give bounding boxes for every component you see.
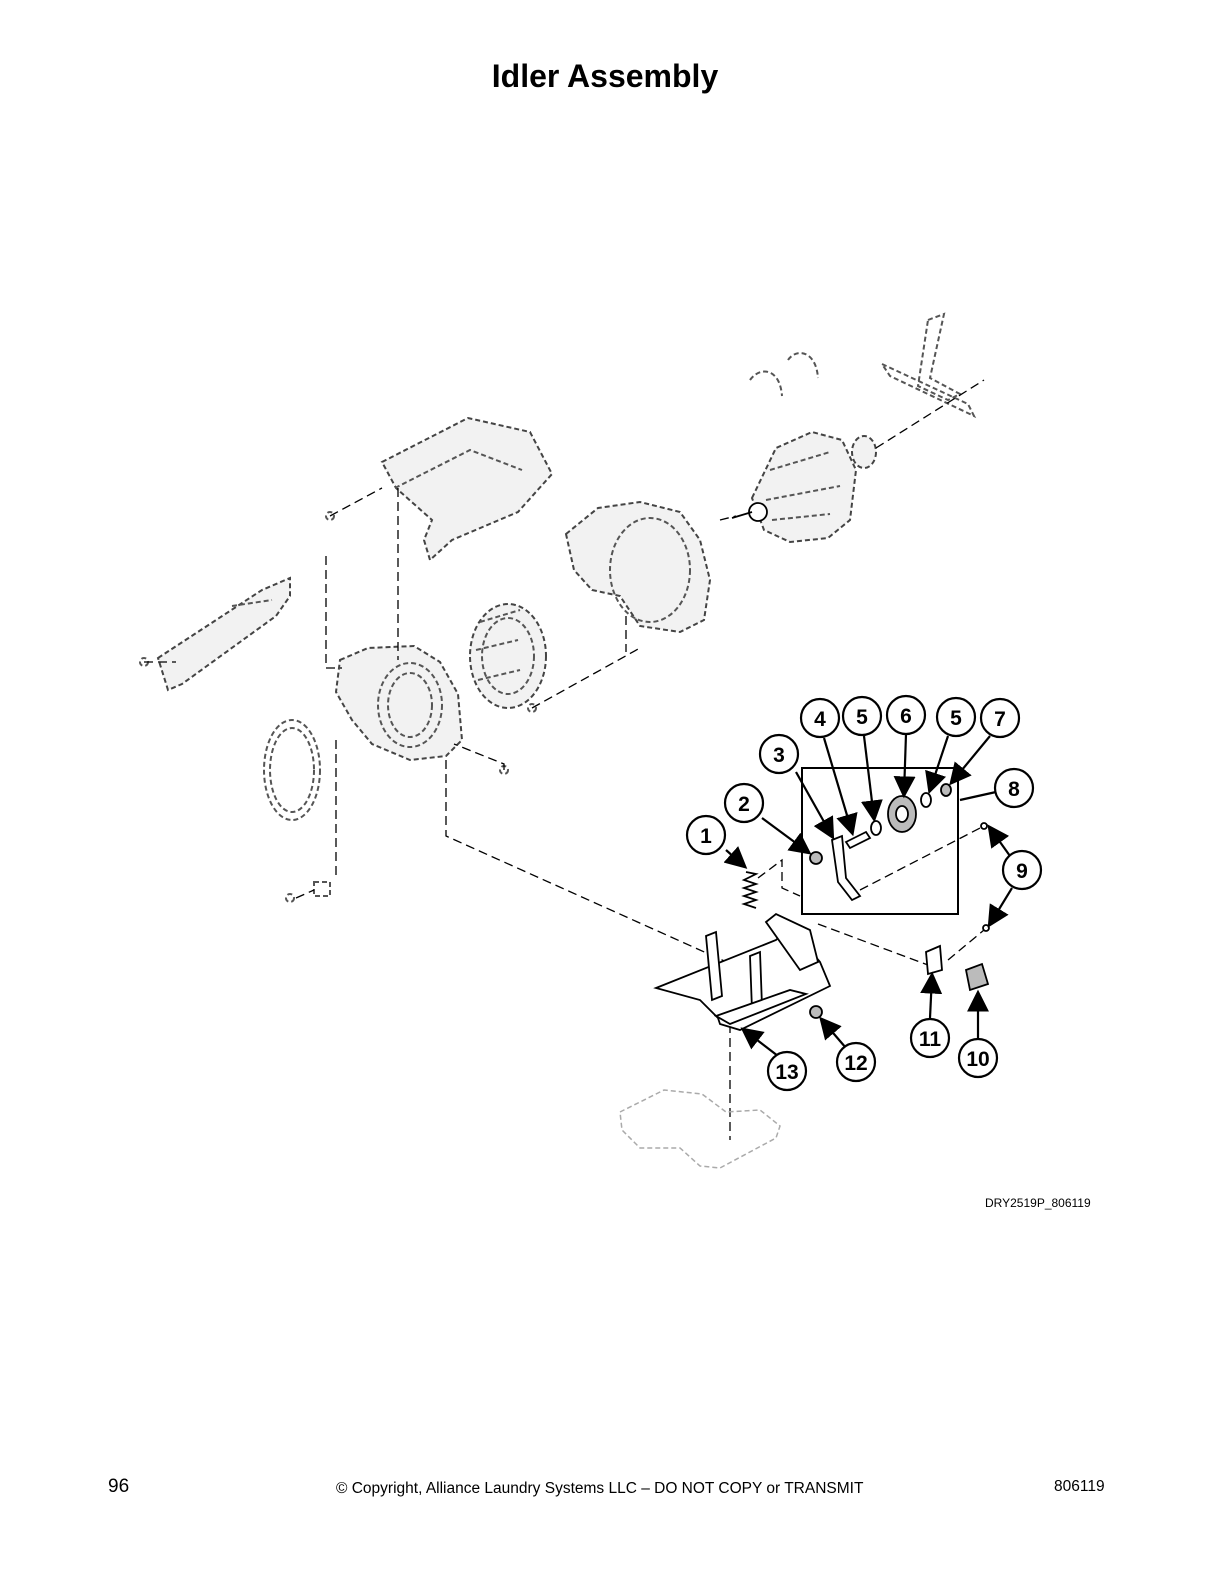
ghost-motor-pulley — [851, 435, 877, 469]
ghost-motor — [731, 430, 858, 544]
svg-text:4: 4 — [814, 708, 826, 731]
copyright-notice: © Copyright, Alliance Laundry Systems LL… — [336, 1480, 864, 1497]
ghost-motor-clips — [749, 352, 819, 397]
callout-3: 3 — [758, 733, 835, 840]
svg-text:3: 3 — [773, 744, 785, 767]
svg-text:7: 7 — [994, 708, 1006, 731]
svg-text:11: 11 — [919, 1028, 942, 1051]
page-number: 96 — [108, 1476, 130, 1497]
ghost-fan-housing-front — [334, 644, 464, 762]
callout-9: 9 — [987, 824, 1043, 928]
svg-text:5: 5 — [950, 707, 962, 730]
callout-10: 10 — [957, 989, 999, 1079]
idler-spring — [741, 871, 759, 909]
svg-text:9: 9 — [1016, 860, 1028, 883]
drawing-id: DRY2519P_806119 — [985, 1196, 1091, 1210]
callout-13: 13 — [740, 1027, 808, 1092]
callout-6: 6 — [885, 694, 927, 799]
idler-nut — [809, 851, 823, 865]
ghost-drive-belt — [879, 312, 977, 419]
ghost-duct-hood — [380, 416, 554, 562]
ghost-fan-impeller — [469, 603, 547, 709]
svg-text:13: 13 — [775, 1061, 798, 1084]
leader-lines — [144, 379, 985, 1140]
ghost-lint-tray — [156, 576, 291, 692]
idler-switch-bracket — [925, 944, 943, 976]
idler-pulley — [887, 795, 917, 833]
svg-text:1: 1 — [700, 825, 712, 848]
idler-retainer — [940, 783, 952, 797]
svg-text:5: 5 — [856, 706, 868, 729]
callout-11: 11 — [909, 971, 951, 1059]
ghost-screws — [139, 511, 537, 903]
ghost-blower-housing — [564, 500, 712, 634]
svg-text:10: 10 — [966, 1048, 989, 1071]
callout-5a: 5 — [841, 695, 883, 823]
ghost-gasket-ring — [263, 719, 321, 821]
svg-text:8: 8 — [1008, 778, 1020, 801]
callout-12: 12 — [819, 1016, 877, 1083]
idler-washer-1 — [870, 820, 882, 836]
svg-text:12: 12 — [844, 1052, 867, 1075]
idler-locknut — [809, 1005, 823, 1019]
svg-text:2: 2 — [738, 793, 750, 816]
callout-7: 7 — [949, 697, 1021, 786]
callout-8: 8 — [959, 767, 1035, 809]
svg-text:6: 6 — [900, 705, 912, 728]
idler-washer-2 — [920, 792, 932, 808]
page-title: Idler Assembly — [491, 58, 719, 94]
callout-1: 1 — [685, 814, 748, 869]
idler-shaft — [844, 830, 872, 850]
idler-bracket-base — [653, 912, 832, 1031]
idler-switch — [964, 962, 990, 992]
callout-4: 4 — [799, 697, 858, 837]
callout-5b: 5 — [925, 696, 977, 795]
callout-2: 2 — [723, 782, 812, 855]
document-number: 806119 — [1054, 1478, 1105, 1495]
ghost-base-plate — [619, 1089, 781, 1169]
idler-switch-screws — [980, 822, 990, 932]
kit-box — [801, 767, 959, 915]
